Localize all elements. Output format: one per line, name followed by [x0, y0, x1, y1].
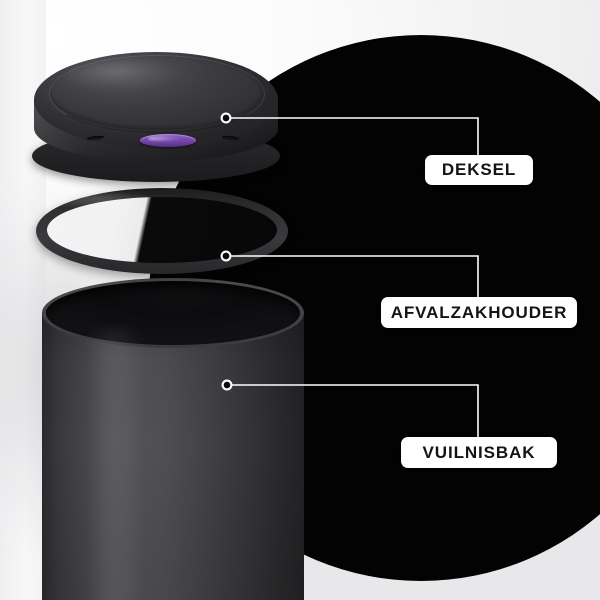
bin-cylinder: [42, 312, 304, 600]
lid-seam-line: [49, 55, 265, 133]
lid-gloss-highlight: [66, 58, 186, 92]
callout-label-lid: DEKSEL: [425, 155, 533, 185]
callout-label-bag-holder: AFVALZAKHOUDER: [381, 297, 577, 328]
bin-opening: [46, 281, 300, 345]
bin-specular-highlight: [86, 330, 144, 600]
bin-vertical-shading: [42, 312, 304, 600]
product-part-bin: [42, 278, 304, 600]
bag-holder-aperture: [47, 197, 277, 263]
callout-label-bin: VUILNISBAK: [401, 437, 557, 468]
product-part-lid: [22, 44, 290, 184]
bag-holder-highlight: [54, 192, 150, 208]
motion-sensor-gloss: [148, 136, 182, 141]
product-part-bag-holder: [36, 188, 288, 274]
